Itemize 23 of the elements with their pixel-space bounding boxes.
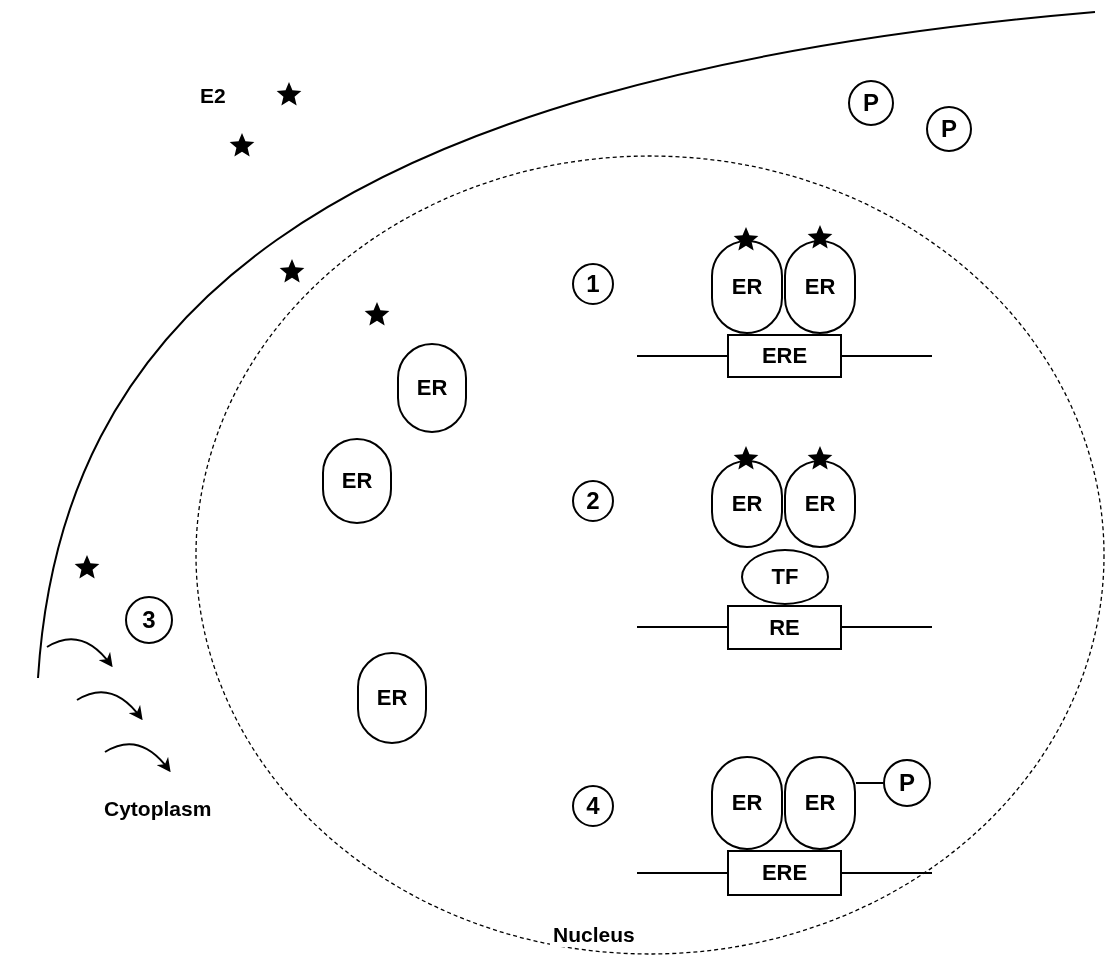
receptor-shape: ER: [784, 756, 856, 850]
circle-node: 3: [125, 596, 173, 644]
circle-node: 4: [572, 785, 614, 827]
receptor-shape: ER: [357, 652, 427, 744]
circle-node: 1: [572, 263, 614, 305]
response-element-box: ERE: [727, 334, 842, 378]
circle-node: P: [848, 80, 894, 126]
receptor-shape: ER: [711, 240, 783, 334]
receptor-shape: ER: [784, 240, 856, 334]
circle-node: P: [926, 106, 972, 152]
factor-ellipse: TF: [741, 549, 829, 605]
connector-line: [855, 782, 884, 784]
receptor-shape: ER: [784, 460, 856, 548]
receptor-shape: ER: [711, 460, 783, 548]
receptor-shape: ER: [711, 756, 783, 850]
circle-node: P: [883, 759, 931, 807]
receptor-shape: ER: [322, 438, 392, 524]
response-element-box: ERE: [727, 850, 842, 896]
molecule-label: E2: [200, 84, 226, 108]
response-element-box: RE: [727, 605, 842, 650]
circle-node: 2: [572, 480, 614, 522]
receptor-shape: ER: [397, 343, 467, 433]
region-label: Cytoplasm: [104, 797, 212, 821]
